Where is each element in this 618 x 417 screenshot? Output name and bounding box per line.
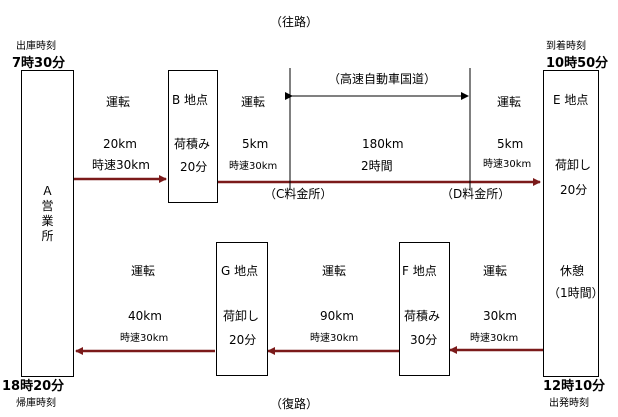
point-f-task: 荷積み [404, 309, 441, 323]
expressway-distance: 180km [362, 137, 404, 151]
point-f-name: F 地点 [402, 264, 437, 278]
segment-fg-distance: 90km [320, 309, 354, 323]
toll-d-label: （D料金所） [441, 187, 511, 201]
segment-ga-distance: 40km [128, 309, 162, 323]
office-a-box: Ａ 営 業 所 [21, 70, 74, 377]
return-arrive-label: 帰庫時刻 [16, 398, 56, 409]
expressway-time: 2時間 [361, 159, 393, 173]
point-g-duration: 20分 [229, 333, 257, 347]
segment-bc-distance: 5km [242, 137, 269, 151]
departure-label: 出庫時刻 [16, 41, 56, 52]
segment-bc-speed: 時速30km [229, 161, 278, 172]
point-e-rest: 休憩 [560, 264, 585, 278]
point-e-box [543, 70, 599, 377]
return-title: （復路） [270, 397, 319, 411]
arrival-time: 10時50分 [546, 56, 609, 71]
office-a-label: Ａ 営 業 所 [41, 184, 54, 243]
point-g-box [216, 242, 268, 376]
point-b-task: 荷積み [174, 137, 211, 151]
segment-de-label: 運転 [497, 95, 522, 109]
point-e-duration: 20分 [560, 183, 588, 197]
segment-ga-speed: 時速30km [120, 333, 169, 344]
expressway-label: （高速自動車国道） [328, 72, 437, 86]
segment-ab-speed: 時速30km [92, 158, 150, 172]
point-b-name: B 地点 [172, 93, 209, 107]
return-depart-time: 12時10分 [543, 379, 606, 394]
point-b-duration: 20分 [180, 160, 208, 174]
point-b-box [168, 70, 218, 203]
return-arrive-time: 18時20分 [2, 379, 65, 394]
point-g-task: 荷卸し [223, 309, 260, 323]
toll-c-label: （C料金所） [264, 187, 333, 201]
point-f-duration: 30分 [410, 333, 438, 347]
point-e-name: E 地点 [553, 93, 589, 107]
segment-bc-label: 運転 [241, 95, 266, 109]
segment-de-distance: 5km [497, 137, 524, 151]
segment-fg-speed: 時速30km [310, 333, 359, 344]
segment-ef-speed: 時速30km [470, 333, 519, 344]
arrival-label: 到着時刻 [546, 41, 586, 52]
segment-ab-distance: 20km [103, 137, 137, 151]
point-f-box [399, 242, 450, 376]
point-g-name: G 地点 [221, 264, 259, 278]
return-depart-label: 出発時刻 [549, 398, 589, 409]
segment-ga-label: 運転 [131, 264, 156, 278]
point-e-rest-duration: （1時間） [548, 286, 604, 300]
point-e-task: 荷卸し [555, 158, 592, 172]
segment-ab-label: 運転 [106, 95, 131, 109]
outbound-title: （往路） [270, 15, 319, 29]
segment-ef-distance: 30km [483, 309, 517, 323]
segment-ef-label: 運転 [483, 264, 508, 278]
departure-time: 7時30分 [12, 56, 66, 71]
segment-fg-label: 運転 [322, 264, 347, 278]
segment-de-speed: 時速30km [483, 159, 532, 170]
